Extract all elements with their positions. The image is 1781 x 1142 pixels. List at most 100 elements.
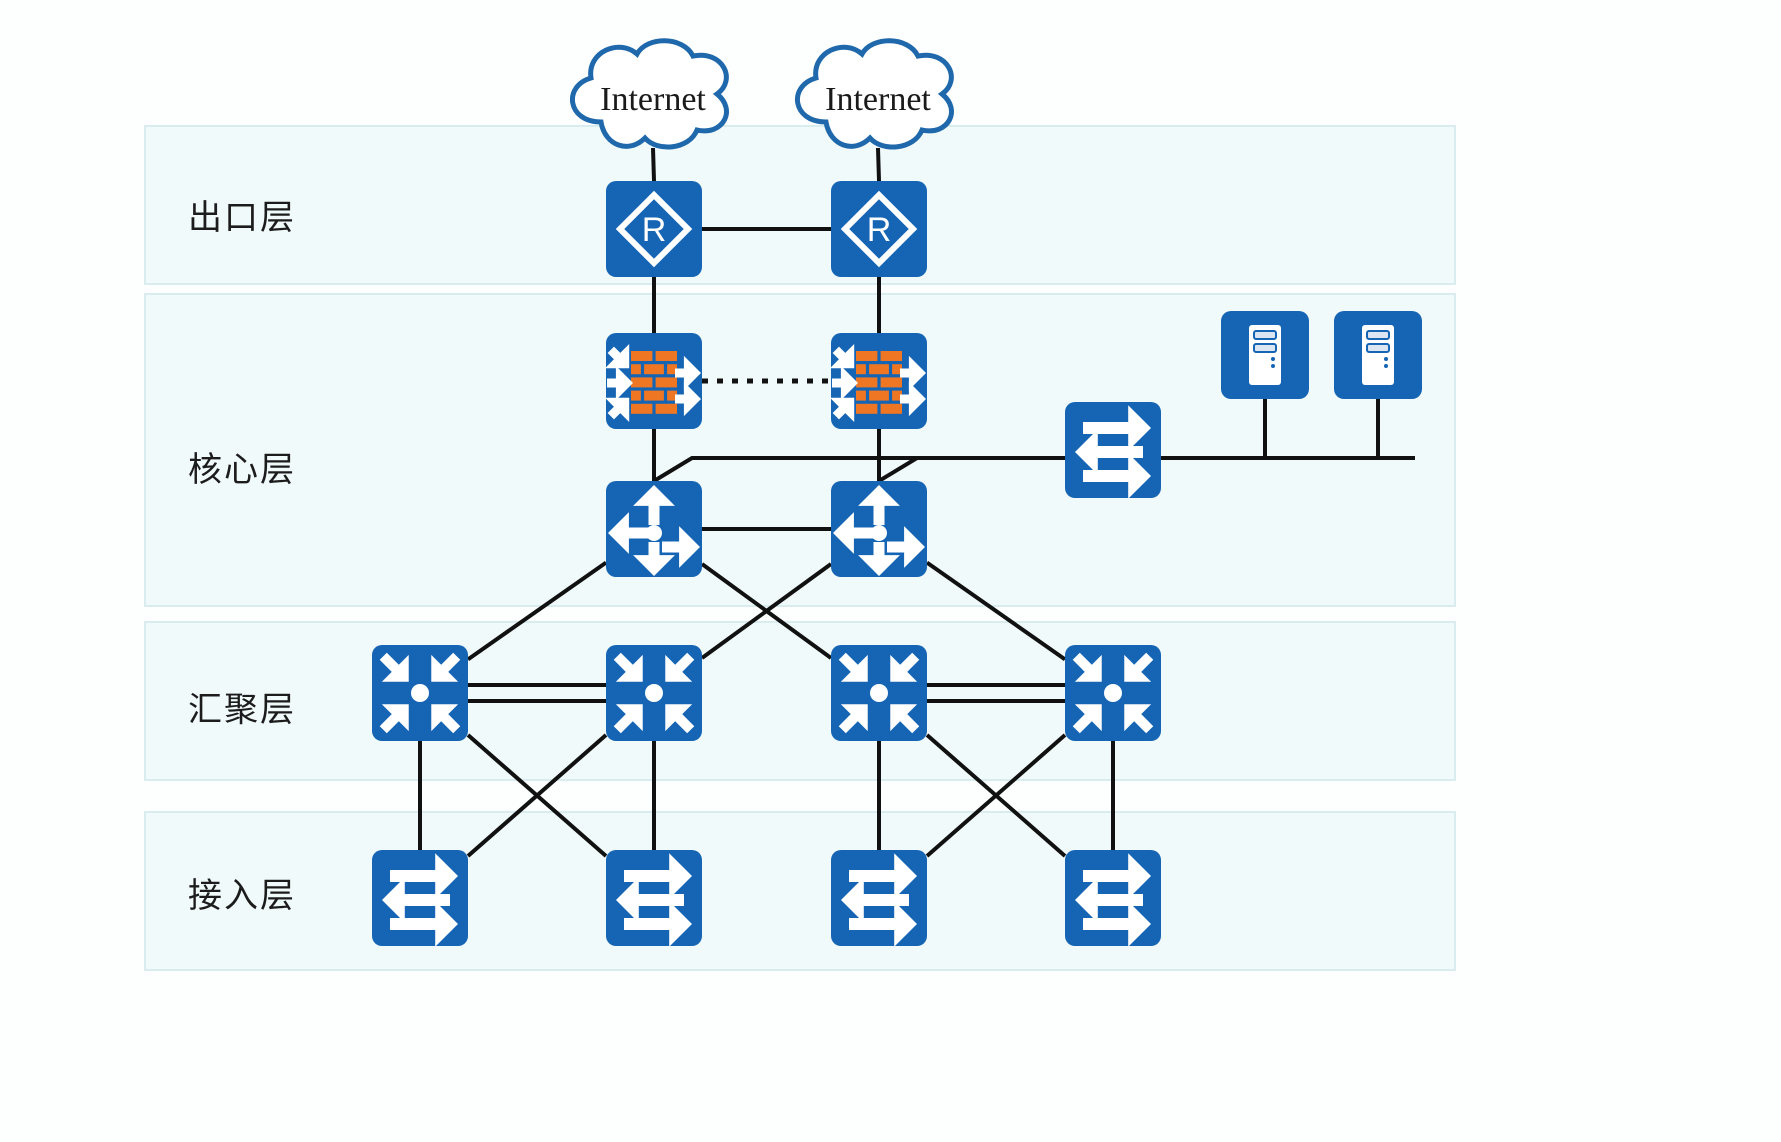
router-letter: R [867,211,892,249]
device-acc-sw-1[interactable] [372,850,468,947]
agg-arrow-in-tr [890,652,920,682]
layer-panel-access [144,811,1456,971]
layer-label-access: 接入层 [188,877,296,915]
brick [880,351,902,361]
brick [869,364,889,375]
device-agg-sw-1[interactable] [370,643,470,743]
link-core-sw-1-to-agg-sw-1 [466,561,608,661]
access-arrow-right-2 [624,901,692,947]
layer-panel-aggregation [144,621,1456,781]
link-core-sw-2-to-agg-sw-4 [925,561,1067,661]
agg-arrow-in-bl [379,704,409,734]
agg-arrow-in-tr [431,652,461,682]
access-arrow-right-1 [624,853,692,899]
agg-arrow-in-bl [613,704,643,734]
brick [631,377,653,388]
server-bay-1 [1253,330,1277,340]
brick [631,390,641,401]
agg-switch-hub [645,684,663,702]
server-bay-2 [1366,343,1390,353]
core-arrow-left [833,512,875,554]
layer-panel-egress [144,125,1456,285]
access-arrow-left [1075,429,1143,475]
server-led-1 [1271,357,1275,361]
cloud-label: Internet [600,81,706,118]
firewall-arrow-out-1 [675,355,701,391]
agg-switch-hub [411,684,429,702]
core-arrow-right [662,526,700,568]
firewall-arrow-out-2 [675,381,701,417]
server-bay-2 [1253,343,1277,353]
device-server-1[interactable] [1221,311,1309,399]
firewall-icon-bg [606,333,702,429]
brick [655,403,677,414]
device-core-sw-1[interactable] [606,481,702,577]
device-core-sw-2[interactable] [831,481,927,577]
cloud-label: Internet [825,81,931,118]
server-led-1 [1384,357,1388,361]
link-lines [418,147,1415,858]
link-core-sw-2-to-agg-sw-2 [700,562,833,660]
access-arrow-right-2 [1083,901,1151,947]
brick [631,351,653,361]
brick [880,377,902,388]
brick [892,390,902,401]
device-firewall-1[interactable] [599,333,702,429]
agg-arrow-in-tl [613,652,643,682]
access-arrow-left [382,877,450,923]
brick [880,403,902,414]
brick [644,390,664,401]
link-core-sw-2-to-farm-sw-1 [877,456,1065,483]
agg-switch-hub [870,684,888,702]
device-firewall-2[interactable] [824,333,927,429]
router-letter: R [642,211,667,249]
device-router-1[interactable]: R [606,181,702,277]
agg-arrow-in-bl [1072,704,1102,734]
access-arrow-right-1 [1083,853,1151,899]
device-router-2[interactable]: R [831,181,927,277]
layer-label-egress: 出口层 [188,199,296,237]
brick [856,403,878,414]
agg-arrow-in-tl [379,652,409,682]
device-farm-sw-1[interactable] [1065,402,1161,499]
brick [655,377,677,388]
agg-arrow-in-br [1124,704,1154,734]
access-arrow-right-2 [1083,453,1151,499]
brick [667,390,677,401]
agg-arrow-in-br [431,704,461,734]
layer-panels [144,125,1456,971]
device-acc-sw-4[interactable] [1065,850,1161,947]
device-agg-sw-3[interactable] [829,643,929,743]
cloud-node-internet-2: Internet [795,38,954,150]
access-arrow-left [1075,877,1143,923]
brick [644,364,664,375]
device-server-2[interactable] [1334,311,1422,399]
server-led-2 [1271,364,1275,368]
device-agg-sw-4[interactable] [1063,643,1163,743]
firewall-arrow-out-2 [900,381,926,417]
core-arrow-left [608,512,650,554]
core-arrow-up [633,485,675,525]
brick [856,390,866,401]
brick [869,390,889,401]
router-diamond [615,190,693,268]
device-acc-sw-3[interactable] [831,850,927,947]
router-icon-bg [831,181,927,277]
device-acc-sw-2[interactable] [606,850,702,947]
brick [631,364,641,375]
brick [631,403,653,414]
cloud-icon [570,38,729,150]
firewall-icon-bg [831,333,927,429]
core-arrow-down [633,542,675,576]
access-arrow-right-1 [390,853,458,899]
layer-label-core: 核心层 [188,451,296,489]
cloud-node-internet-1: Internet [570,38,729,150]
access-arrow-right-2 [390,901,458,947]
router-icon-bg [606,181,702,277]
brick [655,351,677,361]
device-agg-sw-2[interactable] [604,643,704,743]
brick [892,364,902,375]
agg-switch-hub [1104,684,1122,702]
